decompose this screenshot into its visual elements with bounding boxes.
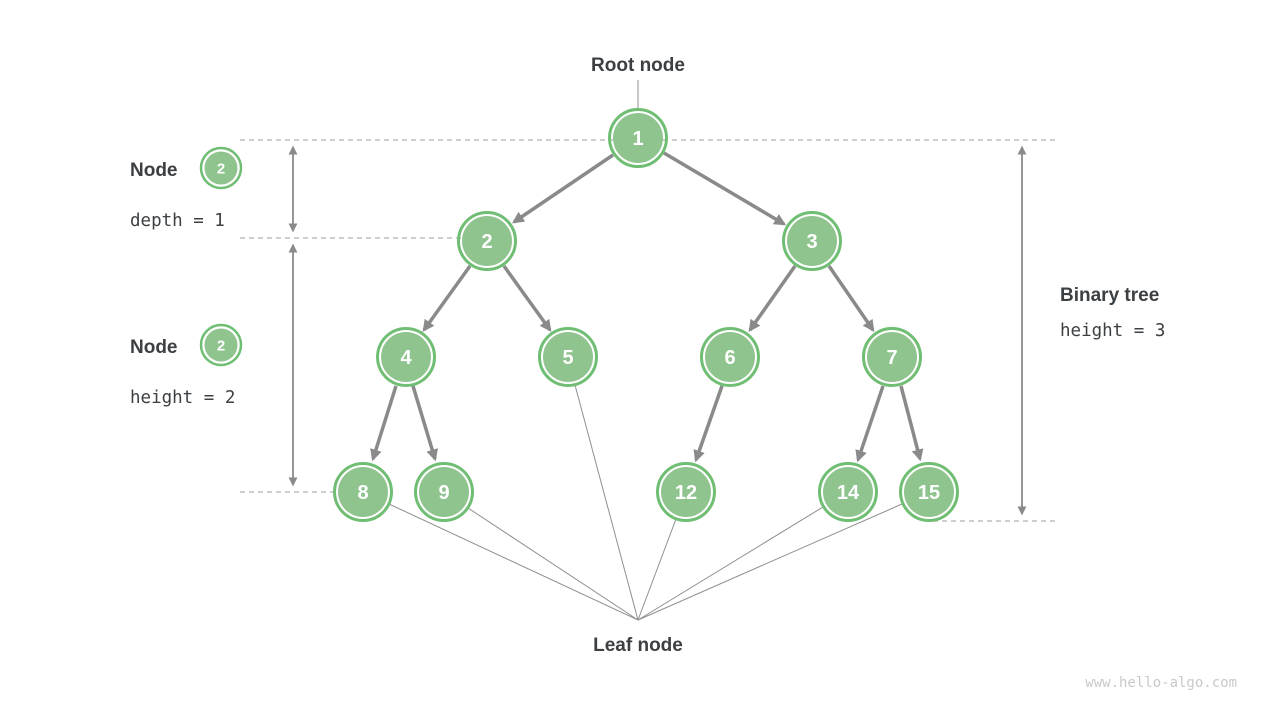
node-value: 12 [675, 482, 697, 504]
leaf-pointer-line [574, 384, 639, 621]
node-ring [700, 327, 760, 387]
node-value: 14 [837, 482, 860, 504]
node-ring [538, 327, 598, 387]
tree-node: 3 [782, 211, 842, 271]
node-value: 7 [886, 347, 897, 369]
leaf-pointer-line [637, 518, 677, 621]
measure-arrows [288, 145, 1027, 516]
badge-disk [204, 328, 238, 362]
pointer-lines [388, 80, 903, 621]
node-ring [818, 462, 878, 522]
edge-2-5 [502, 264, 552, 332]
root-node-label: Root node [591, 55, 685, 76]
node-value: 9 [438, 482, 449, 504]
badge-value: 2 [217, 160, 225, 177]
edge-3-7 [827, 265, 875, 332]
tree-node: 4 [376, 327, 436, 387]
edge-4-9 [411, 385, 438, 462]
leaf-node-label: Leaf node [593, 635, 683, 656]
binary-tree-metric: height = 3 [1060, 321, 1165, 341]
node-disk [787, 216, 837, 266]
tree-node: 5 [538, 327, 598, 387]
annotation-badges: 2 2 [199, 146, 243, 367]
leaf-pointer-line [637, 506, 824, 621]
tree-node: 1 [608, 108, 668, 168]
node-value: 15 [918, 482, 940, 504]
node-disk [661, 467, 711, 517]
edge-2-4 [422, 264, 472, 332]
node-ring [862, 327, 922, 387]
node-ring [414, 462, 474, 522]
node-value: 5 [562, 347, 573, 369]
node-disk [867, 332, 917, 382]
node-depth-metric: depth = 1 [130, 211, 225, 231]
node-disk [462, 216, 512, 266]
node-height-metric: height = 2 [130, 388, 235, 408]
tree-node: 9 [414, 462, 474, 522]
node-depth-title: Node [130, 160, 178, 181]
node-ring [656, 462, 716, 522]
badge-value: 2 [217, 337, 225, 354]
node-disk [543, 332, 593, 382]
leaf-pointer-line [467, 507, 639, 621]
badge-ring [199, 146, 243, 190]
node-disk [613, 113, 663, 163]
node-disk [705, 332, 755, 382]
node-disk [338, 467, 388, 517]
tree-node: 2 [457, 211, 517, 271]
node-disk [419, 467, 469, 517]
edge-7-14 [855, 385, 885, 463]
leaf-pointer-line [637, 503, 903, 621]
node-value: 3 [806, 231, 817, 253]
node-value: 2 [481, 231, 492, 253]
tree-node: 15 [899, 462, 959, 522]
node-ring [608, 108, 668, 168]
tree-node: 14 [818, 462, 878, 522]
node-height-badge: 2 [199, 323, 243, 367]
edge-6-12 [693, 385, 724, 463]
node-disk [381, 332, 431, 382]
node-ring [457, 211, 517, 271]
node-depth-badge: 2 [199, 146, 243, 190]
edge-1-2 [512, 153, 614, 224]
node-height-title: Node [130, 337, 178, 358]
node-value: 6 [724, 347, 735, 369]
edge-1-3 [663, 151, 787, 226]
node-ring [782, 211, 842, 271]
tree-nodes: 1 2 3 4 5 6 7 [333, 108, 959, 522]
badge-disk [204, 151, 238, 185]
tree-node: 7 [862, 327, 922, 387]
node-value: 8 [357, 482, 368, 504]
tree-node: 12 [656, 462, 716, 522]
badge-ring [199, 323, 243, 367]
tree-node: 8 [333, 462, 393, 522]
edge-7-15 [899, 385, 924, 462]
watermark: www.hello-algo.com [1085, 675, 1237, 691]
node-disk [904, 467, 954, 517]
node-ring [333, 462, 393, 522]
node-ring [899, 462, 959, 522]
binary-tree-title: Binary tree [1060, 285, 1159, 306]
labels: Root node Leaf node Node depth = 1 Node … [130, 55, 1165, 656]
node-value: 4 [400, 347, 412, 369]
node-ring [376, 327, 436, 387]
leaf-pointer-line [388, 503, 639, 621]
node-value: 1 [632, 128, 643, 150]
node-disk [823, 467, 873, 517]
edge-3-6 [748, 264, 797, 332]
tree-node: 6 [700, 327, 760, 387]
tree-edges [370, 151, 924, 463]
edge-4-8 [370, 385, 398, 462]
